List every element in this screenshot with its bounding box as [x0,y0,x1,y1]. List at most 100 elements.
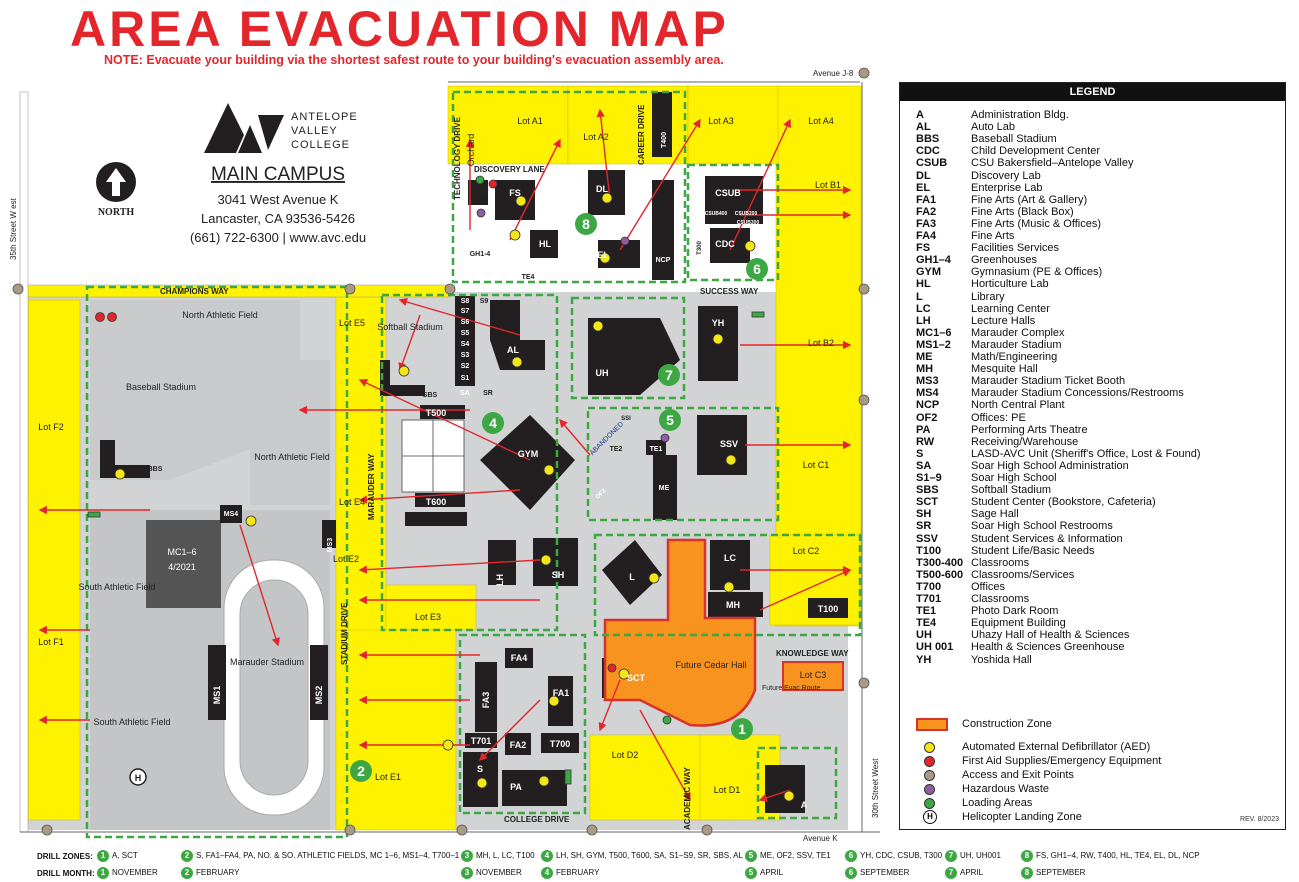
label-ncp: NCP [656,257,671,264]
lot-e1-area [335,629,457,831]
first-aid-markers [95,179,617,673]
legend-item-code: T100 [916,544,942,557]
north-athletic-field-label: North Athletic Field [182,310,258,320]
lot-c3-label: Lot C3 [800,670,827,680]
avc-logo: ANTELOPE VALLEY COLLEGE MAIN CAMPUS 3041… [190,103,366,245]
legend-item-code: YH [916,653,932,666]
label-s4: S4 [461,341,470,348]
legend-item-code: S [916,447,924,460]
lot-e1-label: Lot E1 [375,772,401,782]
bldg-uh [588,318,680,395]
zone-8-label: 8 [582,216,590,232]
label-t100: T100 [818,604,839,614]
legend-aed: Automated External Defibrillator (AED) [962,741,1151,753]
drill-zone-text: SEPTEMBER [1036,868,1086,878]
avenue-j8-label: Avenue J-8 [813,69,854,78]
bldg-rw [468,180,488,205]
marauder-way-label: MARAUDER WAY [367,453,376,520]
drill-zone-text: A, SCT [112,851,138,861]
legend-item-name: Library [971,290,1005,303]
legend-item-code: NCP [916,399,940,412]
helipad: H [129,768,147,786]
legend-item-name: Classrooms/Services [971,568,1075,581]
legend-item-code: FA1 [916,193,937,206]
legend-item-name: Yoshida Hall [971,653,1032,666]
discovery-lane-label: DISCOVERY LANE [474,165,545,174]
label-dl: DL [596,184,608,194]
label-gym: GYM [518,449,539,459]
south-athletic-field-label-2: South Athletic Field [93,717,170,727]
bldg-ssv [697,415,747,475]
drill-zone-text: MH, L, LC, T100 [476,851,535,861]
label-csub: CSUB [715,188,741,198]
marauder-complex-date: 4/2021 [168,562,196,572]
legend-item-name: Fine Arts (Black Box) [971,205,1074,218]
lot-b2-label: Lot B2 [808,338,834,348]
legend-item-code: FS [916,242,931,255]
helicopter-icon: H [923,810,937,824]
legend-item-code: DL [916,169,931,182]
academic-way-label: ACADEMIC WAY [683,767,692,830]
bldg-sh [533,538,578,586]
label-yh: YH [712,318,725,328]
bldg-ncp [652,180,674,280]
label-lc: LC [724,553,736,563]
legend-item-name: Learning Center [971,302,1050,315]
loading-markers [87,175,765,785]
label-t400: T400 [661,132,668,148]
north-arrow-icon [106,168,126,196]
legend-item-name: Uhazy Hall of Health & Sciences [971,629,1130,642]
legend-item-name: Gymnasium (PE & Offices) [971,266,1103,279]
legend-item-code: EL [916,181,931,194]
campus-map: 1 2 4 5 6 7 8 NORTH ANT [9,67,880,843]
college-name-line1: ANTELOPE [291,111,358,123]
campus-contact: (661) 722-6300 | www.avc.edu [190,230,366,245]
35th-street-label: 35th Street W est [9,197,18,260]
bldg-ms4 [220,505,242,523]
legend-item-code: FA4 [916,230,937,242]
legend-item-code: TE4 [916,617,937,630]
legend-heli: Helicopter Landing Zone [962,811,1082,823]
lot-e5-label: Lot E5 [339,318,365,328]
area-labels: Lot A1 Lot A2 Lot A3 Lot A4 Lot B1 Lot B… [38,116,841,795]
bldg-t701 [465,733,497,748]
legend-item-code: MS3 [916,375,939,388]
label-s8: S8 [461,298,470,305]
access-point-icon [924,770,935,781]
main-campus-heading: MAIN CAMPUS [211,164,345,185]
legend-item-name: Facilities Services [971,242,1060,255]
legend-item-name: Equipment Building [971,617,1066,630]
evacuation-routes [38,108,852,802]
lot-e4-label: Lot E4 [339,497,365,507]
lot-e3-area [385,584,477,631]
legend-item-name: Performing Arts Theatre [971,423,1088,436]
hazardous-waste-icon [924,784,935,795]
bldg-gym [480,415,575,510]
drill-zone-text: SEPTEMBER [860,868,910,878]
label-t600: T600 [426,497,447,507]
label-t300: T300 [697,241,703,255]
lot-d1-label: Lot D1 [714,785,741,795]
label-sr: SR [483,390,493,397]
drill-zone-text: UH, UH001 [960,851,1001,861]
college-name-line3: COLLEGE [291,139,350,151]
legend-item-name: Greenhouses [971,254,1038,267]
legend-item-name: Student Center (Bookstore, Cafeteria) [971,496,1156,509]
